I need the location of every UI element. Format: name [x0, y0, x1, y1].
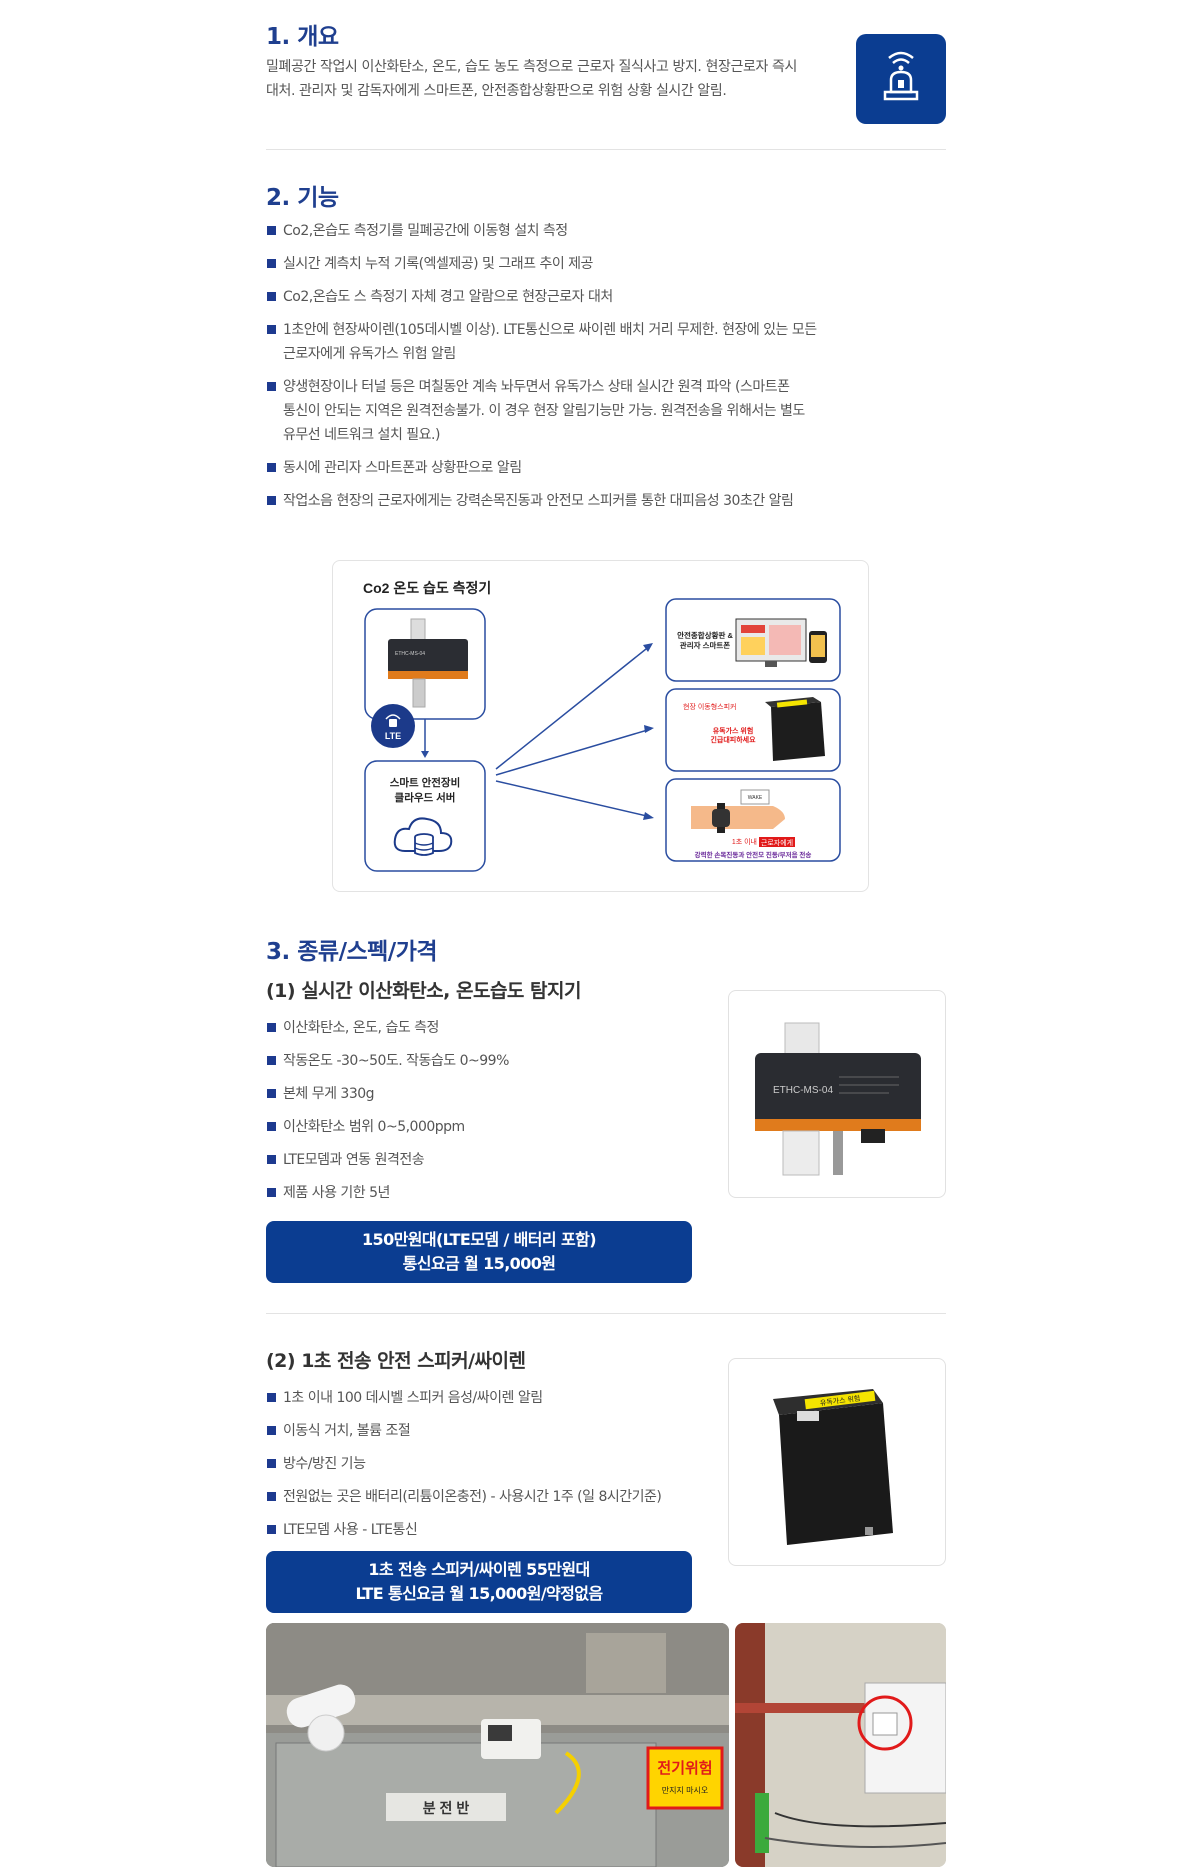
product2-fee: LTE 통신요금 월 15,000원/약정없음 — [355, 1584, 603, 1603]
product2-price: 1초 전송 스피커/싸이렌 55만원대 — [368, 1560, 590, 1579]
product1-title: (1) 실시간 이산화탄소, 온도습도 탐지기 — [266, 980, 581, 1002]
svg-text:강력한 손목진동과 안전모 진동/부저음 전송: 강력한 손목진동과 안전모 진동/부저음 전송 — [695, 850, 812, 859]
feature-item: 작업소음 현장의 근로자에게는 강력손목진동과 안전모 스피커를 통한 대피음성… — [266, 489, 946, 513]
diagram-title: Co2 온도 습도 측정기 — [363, 580, 491, 596]
danger-sign: 전기위험 — [657, 1760, 712, 1777]
product1-price-box: 150만원대(LTE모뎀 / 배터리 포함) 통신요금 월 15,000원 — [266, 1221, 692, 1283]
features-list: Co2,온습도 측정기를 밀폐공간에 이동형 설치 측정 실시간 계측치 누적 … — [266, 219, 946, 513]
spec-item: 작동온도 -30~50도. 작동습도 0~99% — [266, 1049, 666, 1073]
spec-item: 본체 무게 330g — [266, 1082, 666, 1106]
flow-arrows — [495, 644, 652, 818]
features-title: 2. 기능 — [266, 185, 339, 211]
feature-item: 1초안에 현장싸이렌(105데시벨 이상). LTE통신으로 싸이렌 배치 거리… — [266, 318, 946, 366]
product2-price-box: 1초 전송 스피커/싸이렌 55만원대 LTE 통신요금 월 15,000원/약… — [266, 1551, 692, 1613]
siren-icon — [856, 34, 946, 124]
spec-item: 전원없는 곳은 배터리(리튬이온충전) - 사용시간 1주 (일 8시간기준) — [266, 1485, 686, 1509]
overview-text: 밀폐공간 작업시 이산화탄소, 온도, 습도 농도 측정으로 근로자 질식사고 … — [266, 59, 797, 99]
svg-text:스마트 안전장비: 스마트 안전장비 — [390, 776, 461, 789]
svg-text:만지지 마시오: 만지지 마시오 — [662, 1786, 708, 1795]
svg-text:현장 이동형스피커: 현장 이동형스피커 — [683, 702, 736, 711]
installation-photo-wall — [735, 1623, 946, 1867]
product1-price: 150만원대(LTE모뎀 / 배터리 포함) — [362, 1230, 597, 1249]
divider — [266, 1313, 946, 1314]
spec-item: 방수/방진 기능 — [266, 1452, 686, 1476]
highlight-circle — [857, 1695, 913, 1751]
product2-title: (2) 1초 전송 안전 스피커/싸이렌 — [266, 1350, 526, 1372]
feature-item: 실시간 계측치 누적 기록(엑셀제공) 및 그래프 추이 제공 — [266, 252, 946, 276]
installation-photo-panel: 분 전 반 전기위험 만지지 마시오 — [266, 1623, 729, 1867]
svg-text:관리자 스마트폰: 관리자 스마트폰 — [680, 640, 730, 650]
panel-label: 분 전 반 — [423, 1800, 470, 1816]
co2-device-image: ETHC-MS-04 — [388, 618, 468, 708]
co2-sensor-photo — [286, 1684, 356, 1752]
spec-item: 이산화탄소 범위 0~5,000ppm — [266, 1115, 666, 1139]
display-unit-photo — [481, 1719, 541, 1759]
svg-text:ETHC-MS-04: ETHC-MS-04 — [395, 651, 425, 657]
svg-text:안전종합상황판 &: 안전종합상황판 & — [677, 630, 733, 640]
svg-text:1초 이내: 1초 이내 — [732, 837, 757, 846]
divider — [266, 149, 946, 150]
smartphone-icon — [809, 631, 827, 663]
svg-text:긴급대피하세요: 긴급대피하세요 — [710, 735, 756, 744]
product1-fee: 통신요금 월 15,000원 — [402, 1254, 556, 1273]
feature-item: Co2,온습도 스 측정기 자체 경고 알람으로 현장근로자 대처 — [266, 285, 946, 309]
spec-item: 이동식 거치, 볼륨 조절 — [266, 1419, 686, 1443]
overview-title: 1. 개요 — [266, 24, 339, 50]
product2-image: 유독가스 위험 — [728, 1358, 946, 1566]
svg-text:ETHC-MS-04: ETHC-MS-04 — [773, 1085, 833, 1096]
svg-text:유독가스 위험: 유독가스 위험 — [713, 726, 754, 735]
monitor-icon — [735, 618, 807, 667]
wrist-watch-icon: WAKE — [691, 789, 785, 833]
speaker-icon — [765, 697, 825, 761]
svg-text:근로자에게: 근로자에게 — [761, 838, 793, 847]
feature-item: 양생현장이나 터널 등은 며칠동안 계속 놔두면서 유독가스 상태 실시간 원격… — [266, 375, 946, 447]
spec-item: 이산화탄소, 온도, 습도 측정 — [266, 1016, 666, 1040]
svg-text:클라우드 서버: 클라우드 서버 — [395, 791, 456, 804]
product2-specs: 1초 이내 100 데시벨 스피커 음성/싸이렌 알림 이동식 거치, 볼륨 조… — [266, 1386, 686, 1542]
feature-item: Co2,온습도 측정기를 밀폐공간에 이동형 설치 측정 — [266, 219, 946, 243]
feature-item: 동시에 관리자 스마트폰과 상황판으로 알림 — [266, 456, 946, 480]
spec-item: LTE모뎀 사용 - LTE통신 — [266, 1518, 686, 1542]
svg-text:LTE: LTE — [385, 731, 401, 741]
spec-item: 제품 사용 기한 5년 — [266, 1181, 666, 1205]
svg-text:WAKE: WAKE — [748, 795, 763, 801]
cloud-database-icon — [393, 817, 453, 856]
specs-title: 3. 종류/스펙/가격 — [266, 939, 438, 965]
spec-item: LTE모뎀과 연동 원격전송 — [266, 1148, 666, 1172]
spec-item: 1초 이내 100 데시벨 스피커 음성/싸이렌 알림 — [266, 1386, 686, 1410]
product1-image: ETHC-MS-04 — [728, 990, 946, 1198]
product1-specs: 이산화탄소, 온도, 습도 측정 작동온도 -30~50도. 작동습도 0~99… — [266, 1016, 666, 1205]
system-diagram: Co2 온도 습도 측정기 ETHC-MS-04 LTE 스마트 안전장비 클라… — [332, 560, 869, 892]
